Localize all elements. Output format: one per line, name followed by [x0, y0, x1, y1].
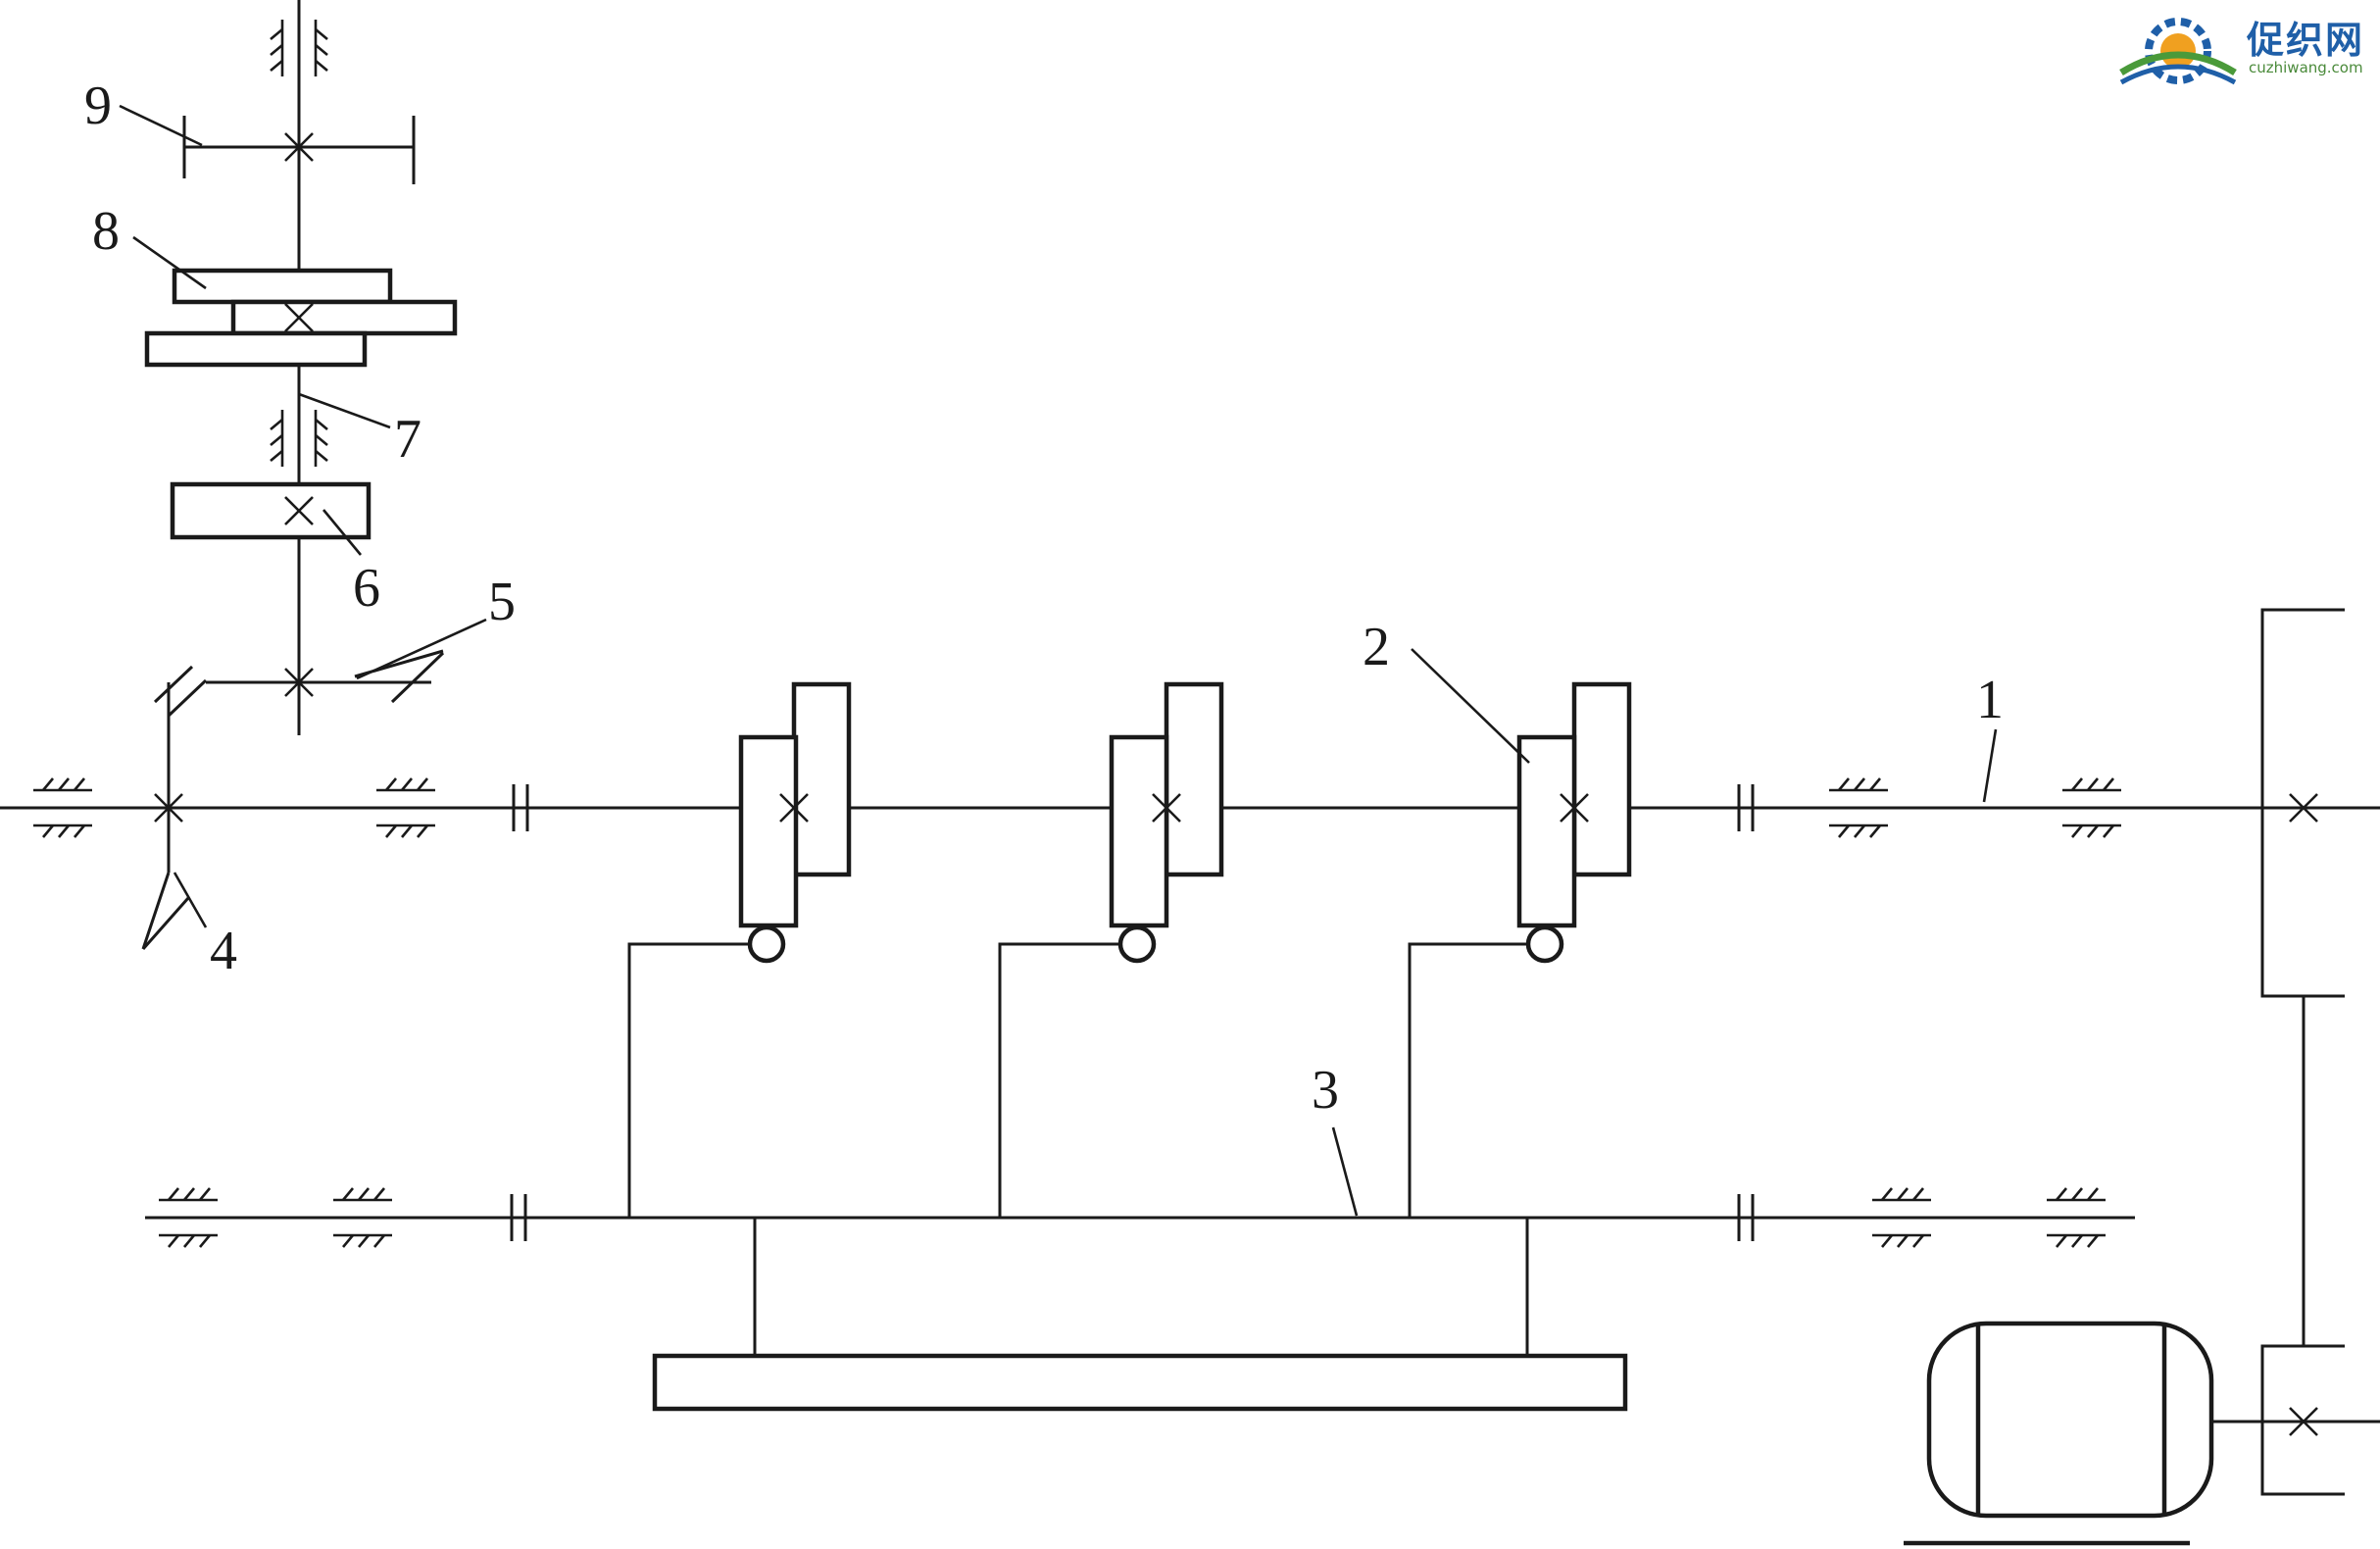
gear-mark-pulley-large [2289, 793, 2318, 823]
bearing-main-1 [33, 777, 92, 838]
leader-9 [119, 104, 203, 147]
follower-link-2 [998, 942, 1120, 1218]
bevel-gear-5-tip [390, 651, 445, 704]
gear-mark-pulley-small [2289, 1407, 2318, 1436]
bearing-vertical-middle [270, 410, 328, 467]
coupling-main-right [1737, 784, 1755, 831]
leader-5 [356, 618, 487, 680]
leader-6 [322, 509, 363, 556]
bearing-main-2 [376, 777, 435, 838]
leader-7 [298, 392, 391, 429]
site-watermark: 促织网 cuzhiwang.com [2117, 8, 2374, 86]
bevel-gear-4 [141, 872, 171, 950]
bearing-main-4 [2062, 777, 2121, 838]
brand-name: 促织网 [2247, 19, 2365, 62]
label-8: 8 [92, 201, 120, 262]
part-6-gear [170, 481, 372, 540]
follower-link-1 [627, 942, 750, 1218]
follower-link-3 [1408, 942, 1528, 1218]
label-7: 7 [394, 409, 421, 470]
brand-url: cuzhiwang.com [2249, 59, 2363, 76]
leader-1 [1982, 728, 1998, 803]
part-8-gear-middle [230, 299, 458, 336]
bevel-gear-5-left-hatch [153, 665, 208, 718]
gear-mark-part-8 [284, 303, 314, 332]
label-3: 3 [1312, 1060, 1339, 1121]
part-8-gear-bottom [144, 330, 368, 368]
beam-frame [652, 1353, 1628, 1412]
bearing-main-3 [1829, 777, 1888, 838]
cam-assembly-2 [1109, 681, 1224, 964]
leader-4 [173, 872, 208, 928]
bevel-gear-4-tip [141, 897, 190, 950]
gear-sun-logo-icon [2119, 18, 2237, 85]
leader-2 [1411, 648, 1530, 764]
part-8-gear-top [172, 268, 393, 305]
label-2: 2 [1363, 617, 1390, 677]
bearing-lower-1 [159, 1187, 218, 1248]
coupling-main-left [512, 784, 529, 831]
gear-mark-main-left [154, 793, 183, 823]
bearing-lower-4 [2047, 1187, 2106, 1248]
label-4: 4 [210, 921, 237, 981]
leader-8 [132, 235, 207, 290]
gear-mark-part-6 [284, 496, 314, 525]
coupling-lower-left [510, 1194, 527, 1241]
leader-3 [1331, 1126, 1359, 1217]
gear-mark-vertical-bottom [284, 668, 314, 697]
bearing-lower-3 [1872, 1187, 1931, 1248]
coupling-lower-right [1737, 1194, 1755, 1241]
label-1: 1 [1976, 670, 2004, 730]
motor-body [1926, 1321, 2214, 1519]
label-6: 6 [353, 558, 380, 619]
bearing-vertical-top [270, 20, 328, 76]
cam-assembly-3 [1516, 681, 1632, 964]
cam-assembly-1 [738, 681, 852, 964]
bearing-lower-2 [333, 1187, 392, 1248]
gear-mark-part-9 [284, 132, 314, 162]
label-5: 5 [488, 572, 516, 632]
pulley-large [2260, 608, 2345, 998]
label-9: 9 [84, 75, 112, 136]
